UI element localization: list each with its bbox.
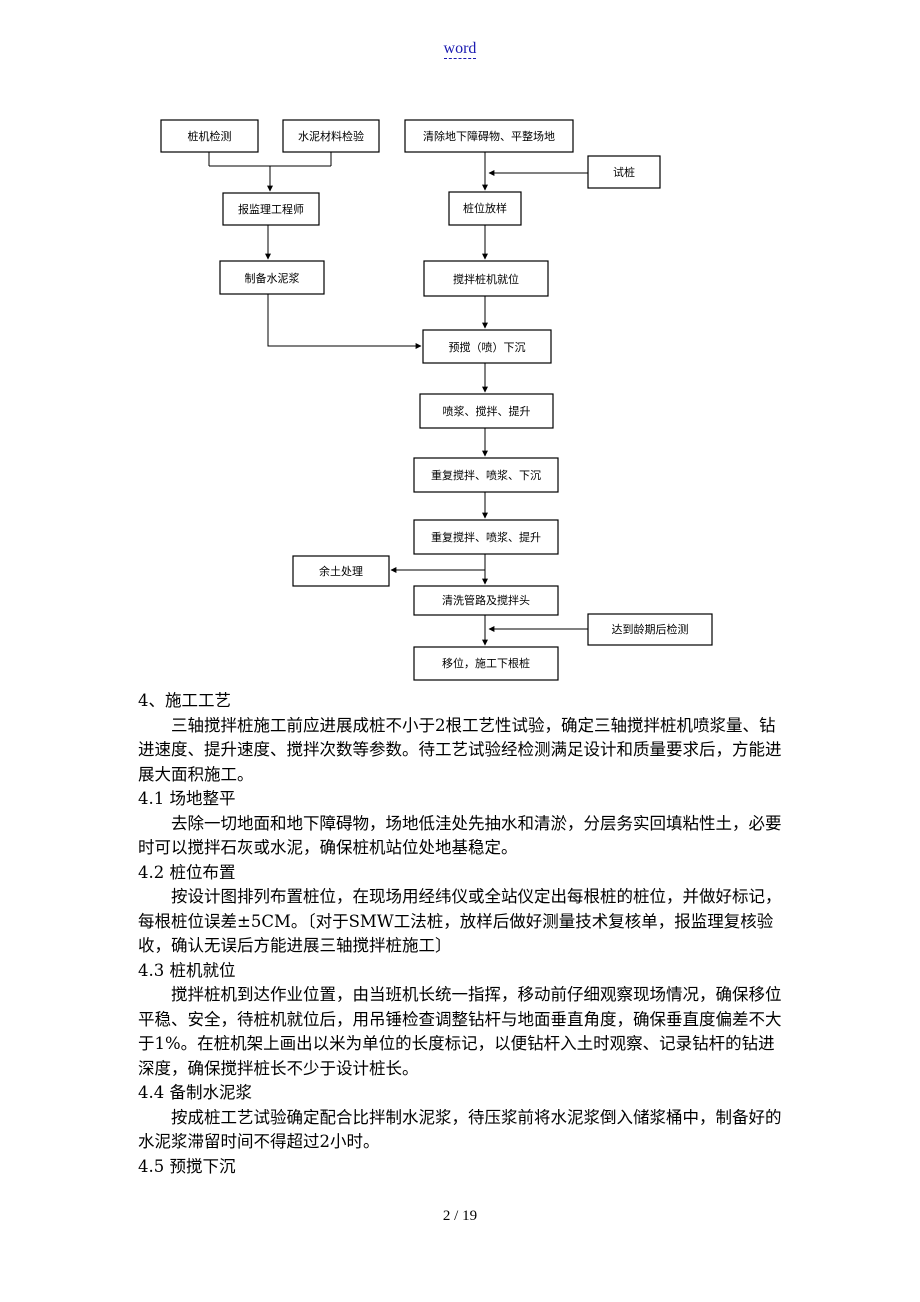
box-age-test: 达到龄期后检测 [587,613,713,646]
box-repeat-lift: 重复搅拌、喷浆、提升 [413,519,559,555]
header-link[interactable]: word [443,40,477,59]
body-text: 4、施工工艺 三轴搅拌桩施工前应进展成桩不小于2根工艺性试验，确定三轴搅拌桩机喷… [138,689,783,1179]
connector [267,294,422,349]
section-4-body: 三轴搅拌桩施工前应进展成桩不小于2根工艺性试验，确定三轴搅拌桩机喷浆量、钻进速度… [138,715,782,784]
svg-text:试桩: 试桩 [613,165,635,179]
svg-text:水泥材料检验: 水泥材料检验 [298,129,364,143]
svg-text:达到龄期后检测: 达到龄期后检测 [612,622,689,636]
box-mixer-position: 搅拌桩机就位 [423,260,549,297]
svg-text:喷浆、搅拌、提升: 喷浆、搅拌、提升 [443,404,531,418]
svg-text:移位，施工下根桩: 移位，施工下根桩 [442,656,530,670]
page-number: 2 / 19 [442,1208,478,1224]
svg-text:搅拌桩机就位: 搅拌桩机就位 [453,272,519,286]
box-cement-check: 水泥材料检验 [282,119,380,153]
box-clean-pipes: 清洗管路及搅拌头 [413,585,559,616]
svg-text:余土处理: 余土处理 [319,564,363,578]
box-pile-machine-check: 桩机检测 [160,119,259,153]
svg-text:桩机检测: 桩机检测 [188,129,232,143]
box-clear-site: 清除地下障碍物、平整场地 [404,119,574,153]
box-pre-mix-sink: 预搅（喷）下沉 [422,329,552,364]
section-4-1-body: 去除一切地面和地下障碍物，场地低洼处先抽水和清淤，分层务实回填粘性土，必要时可以… [138,813,782,858]
svg-text:清洗管路及搅拌头: 清洗管路及搅拌头 [442,593,530,607]
box-spray-lift: 喷浆、搅拌、提升 [419,393,554,429]
section-4-3-title: 4.3 桩机就位 [138,960,236,980]
box-spoil: 余土处理 [292,555,390,587]
section-4-2-title: 4.2 桩位布置 [138,862,236,882]
box-move-next: 移位，施工下根桩 [413,646,559,681]
section-4-3-body: 搅拌桩机到达作业位置，由当班机长统一指挥，移动前仔细观察现场情况，确保移位平稳、… [138,985,782,1078]
section-4-5-title: 4.5 预搅下沉 [138,1156,236,1176]
box-repeat-sink: 重复搅拌、喷浆、下沉 [413,457,559,493]
section-4-4-body: 按成桩工艺试验确定配合比拌制水泥浆，待压浆前将水泥浆倒入储浆桶中，制备好的水泥浆… [138,1107,782,1152]
flowchart: 桩机检测 水泥材料检验 清除地下障碍物、平整场地 试桩 报监理工程师 桩位放样 … [160,119,713,681]
section-4-4-title: 4.4 备制水泥浆 [138,1083,252,1102]
section-4-2-body: 按设计图排列布置桩位，在现场用经纬仪或全站仪定出每根桩的桩位，并做好标记，每根桩… [138,887,782,955]
svg-text:桩位放样: 桩位放样 [463,201,507,215]
box-test-pile: 试桩 [587,155,661,189]
svg-text:重复搅拌、喷浆、提升: 重复搅拌、喷浆、提升 [431,530,541,544]
svg-text:制备水泥浆: 制备水泥浆 [245,271,300,285]
box-report-supervisor: 报监理工程师 [222,192,320,226]
box-prepare-cement: 制备水泥浆 [219,260,325,295]
svg-text:预搅（喷）下沉: 预搅（喷）下沉 [449,340,526,354]
svg-text:报监理工程师: 报监理工程师 [238,202,304,216]
svg-text:清除地下障碍物、平整场地: 清除地下障碍物、平整场地 [423,129,555,143]
svg-text:重复搅拌、喷浆、下沉: 重复搅拌、喷浆、下沉 [431,468,541,482]
box-pile-layout: 桩位放样 [448,191,522,226]
section-4-title: 4、施工工艺 [138,691,231,710]
section-4-1-title: 4.1 场地整平 [138,789,236,808]
